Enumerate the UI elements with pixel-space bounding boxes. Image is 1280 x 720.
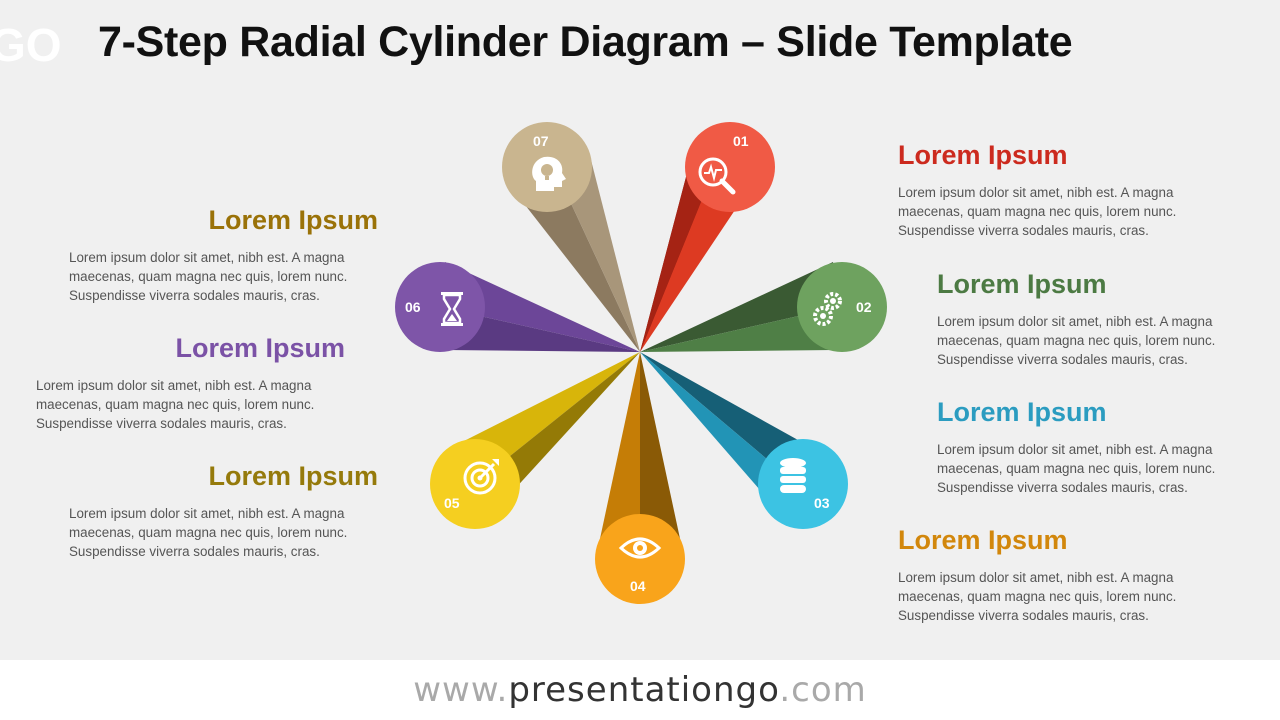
body-04: Lorem ipsum dolor sit amet, nibh est. A … [898,570,1177,623]
body-06: Lorem ipsum dolor sit amet, nibh est. A … [36,378,315,431]
heading-05: Lorem Ipsum [208,461,378,491]
text-block-06: Lorem Ipsum Lorem ipsum dolor sit amet, … [25,333,345,433]
head-lightbulb-icon [532,156,566,191]
text-block-01: Lorem Ipsum Lorem ipsum dolor sit amet, … [898,140,1218,240]
cylinder-06: 06 [395,262,640,352]
footer-url-prefix: www. [413,670,509,710]
target-icon [463,459,499,495]
body-03: Lorem ipsum dolor sit amet, nibh est. A … [937,442,1216,495]
radial-cylinder-diagram: 07 01 06 [395,122,887,604]
step-number-01: 01 [733,133,749,149]
database-icon [780,458,806,493]
text-block-07: Lorem Ipsum Lorem ipsum dolor sit amet, … [58,205,378,305]
footer-url-suffix: .com [779,670,867,710]
text-block-05: Lorem Ipsum Lorem ipsum dolor sit amet, … [58,461,378,561]
footer-url[interactable]: www.presentationgo.com [0,660,1280,720]
step-number-04: 04 [630,578,646,594]
heading-04: Lorem Ipsum [898,525,1068,555]
cylinder-01: 01 [640,122,775,352]
body-05: Lorem ipsum dolor sit amet, nibh est. A … [69,506,348,559]
text-block-04: Lorem Ipsum Lorem ipsum dolor sit amet, … [898,525,1218,625]
step-number-07: 07 [533,133,549,149]
logo-fragment: GO [0,19,62,71]
body-07: Lorem ipsum dolor sit amet, nibh est. A … [69,250,348,303]
gears-icon [813,292,842,326]
eye-icon [618,537,662,559]
body-01: Lorem ipsum dolor sit amet, nibh est. A … [898,185,1177,238]
hourglass-icon [441,292,463,326]
footer: www.presentationgo.com [0,660,1280,720]
heading-07: Lorem Ipsum [208,205,378,235]
cylinder-05: 05 [430,352,640,529]
heading-06: Lorem Ipsum [175,333,345,363]
body-02: Lorem ipsum dolor sit amet, nibh est. A … [937,314,1216,367]
text-block-02: Lorem Ipsum Lorem ipsum dolor sit amet, … [937,269,1257,369]
step-number-03: 03 [814,495,830,511]
step-number-06: 06 [405,299,421,315]
cylinder-07: 07 [502,122,640,352]
footer-url-brand: presentationgo [508,670,780,710]
slide-title: 7-Step Radial Cylinder Diagram – Slide T… [98,18,1073,66]
magnifier-pulse-icon [698,157,736,195]
heading-01: Lorem Ipsum [898,140,1068,170]
step-number-05: 05 [444,495,460,511]
cylinder-03: 03 [640,352,848,529]
text-block-03: Lorem Ipsum Lorem ipsum dolor sit amet, … [937,397,1257,497]
heading-03: Lorem Ipsum [937,397,1107,427]
step-number-02: 02 [856,299,872,315]
heading-02: Lorem Ipsum [937,269,1107,299]
slide: GO 7-Step Radial Cylinder Diagram – Slid… [0,18,1257,625]
cylinder-02: 02 [640,262,887,352]
cylinder-04: 04 [595,352,685,604]
